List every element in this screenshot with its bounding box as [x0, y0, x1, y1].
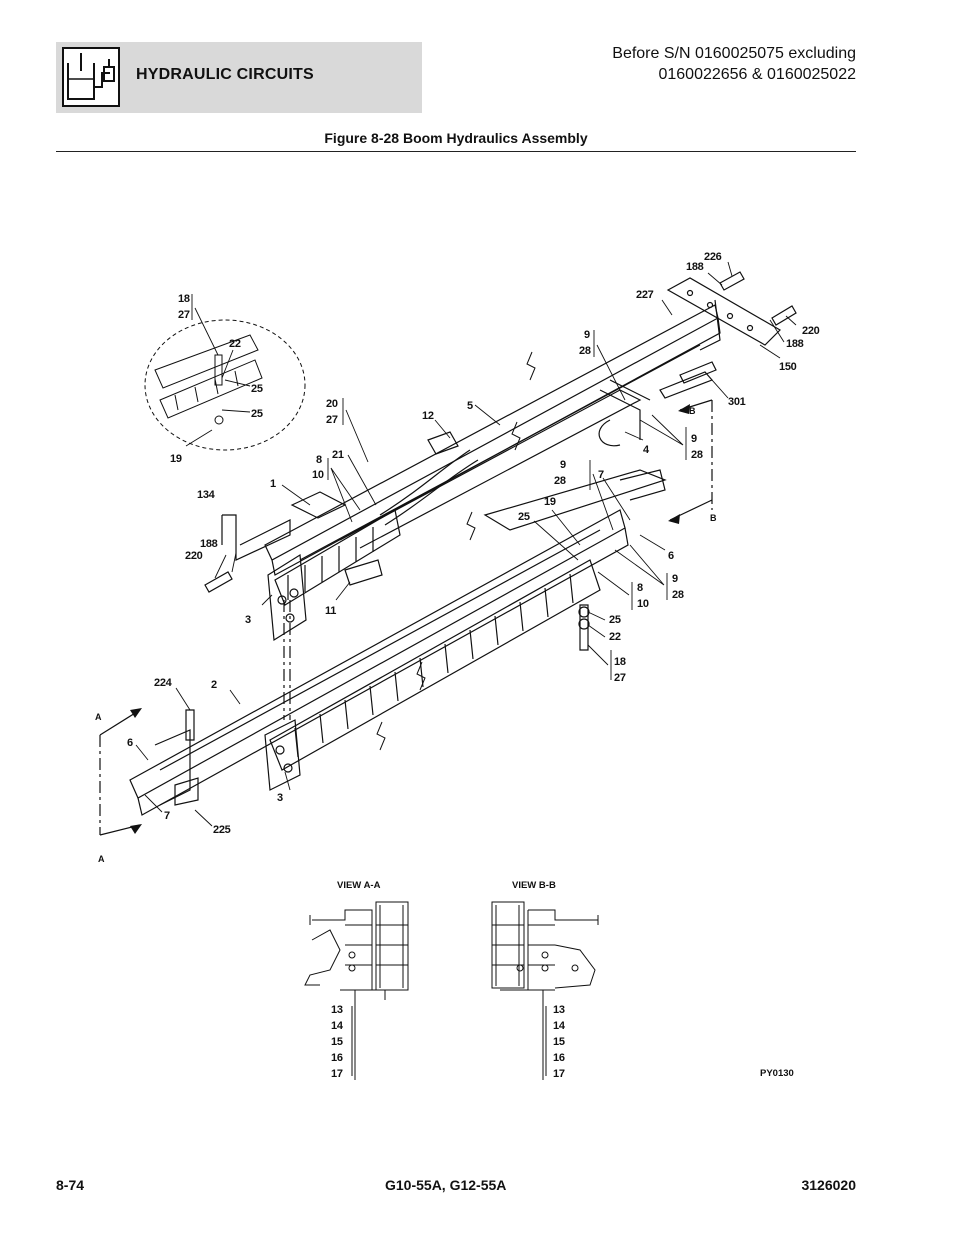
callout-20: 20 [326, 398, 338, 410]
callout-220: 220 [185, 550, 203, 562]
callout-9: 9 [560, 459, 566, 471]
document-number: 3126020 [801, 1177, 856, 1193]
callout-6: 6 [668, 550, 674, 562]
hydraulic-circuit-icon [62, 47, 120, 107]
callout-188: 188 [786, 338, 804, 350]
section-title: HYDRAULIC CIRCUITS [136, 66, 314, 83]
callout-7: 7 [164, 810, 170, 822]
header-rule [56, 151, 856, 152]
callout-4: 4 [643, 444, 650, 456]
section-arrowheads [130, 404, 690, 834]
figure-title: Figure 8-28 Boom Hydraulics Assembly [324, 130, 588, 146]
callout-25: 25 [251, 408, 263, 420]
callout-7: 7 [598, 469, 604, 481]
callout-15: 15 [553, 1036, 565, 1048]
callout-25: 25 [518, 511, 530, 523]
callout-27: 27 [614, 672, 626, 684]
callout-17: 17 [553, 1068, 565, 1080]
callout-21: 21 [332, 449, 344, 461]
callout-225: 225 [213, 824, 231, 836]
drawing-linework [129, 271, 797, 816]
callout-220: 220 [802, 325, 820, 337]
callout-22: 22 [609, 631, 621, 643]
section-letter-b-top: B [689, 406, 696, 416]
callout-25: 25 [251, 383, 263, 395]
callout-9: 9 [584, 329, 590, 341]
callout-27: 27 [178, 309, 190, 321]
callout-8: 8 [637, 582, 643, 594]
detail-circle [144, 319, 306, 451]
callout-19: 19 [544, 496, 556, 508]
callout-27: 27 [326, 414, 338, 426]
section-letter-b-bottom: B [710, 513, 717, 523]
callouts: 18 27 22 25 25 19 20 27 12 5 21 8 10 1 1… [127, 251, 820, 836]
callout-8: 8 [316, 454, 322, 466]
callout-224: 224 [154, 677, 173, 689]
callout-16: 16 [553, 1052, 565, 1064]
view-aa-drawing [304, 901, 409, 1080]
callout-18: 18 [178, 293, 190, 305]
callout-134: 134 [197, 489, 216, 501]
callout-25: 25 [609, 614, 621, 626]
callout-13: 13 [553, 1004, 565, 1016]
drawing-id: PY0130 [760, 1068, 794, 1079]
list-bb: 13 14 15 16 17 [553, 1004, 566, 1080]
callout-11: 11 [325, 605, 336, 617]
callout-16: 16 [331, 1052, 343, 1064]
callout-10: 10 [312, 469, 324, 481]
leader-lines [135, 261, 797, 827]
callout-12: 12 [422, 410, 434, 422]
callout-188: 188 [200, 538, 218, 550]
callout-188: 188 [686, 261, 704, 273]
callout-28: 28 [672, 589, 684, 601]
callout-5: 5 [467, 400, 473, 412]
callout-19: 19 [170, 453, 182, 465]
callout-9: 9 [691, 433, 697, 445]
page-number: 8-74 [56, 1177, 85, 1193]
callout-6: 6 [127, 737, 133, 749]
callout-2: 2 [211, 679, 217, 691]
callout-9: 9 [672, 573, 678, 585]
serial-line-2: 0160022656 & 0160025022 [658, 66, 856, 83]
callout-14: 14 [553, 1020, 566, 1032]
callout-13: 13 [331, 1004, 343, 1016]
callout-226: 226 [704, 251, 722, 263]
callout-150: 150 [779, 361, 797, 373]
callout-3: 3 [277, 792, 283, 804]
callout-301: 301 [728, 396, 746, 408]
section-letter-a-top: A [95, 712, 102, 722]
view-aa-label: VIEW A-A [337, 880, 381, 891]
serial-range: Before S/N 0160025075 excluding 01600226… [612, 43, 856, 85]
callout-17: 17 [331, 1068, 343, 1080]
callout-1: 1 [270, 478, 276, 490]
callout-28: 28 [691, 449, 703, 461]
break-lines [376, 351, 536, 751]
callout-15: 15 [331, 1036, 343, 1048]
callout-10: 10 [637, 598, 649, 610]
callout-22: 22 [229, 338, 241, 350]
callout-28: 28 [579, 345, 591, 357]
serial-line-1: Before S/N 0160025075 excluding [612, 45, 856, 62]
detail-linework [154, 334, 263, 425]
model-number: G10-55A, G12-55A [385, 1177, 507, 1193]
callout-18: 18 [614, 656, 626, 668]
section-letter-a-bottom: A [98, 854, 105, 864]
view-bb-drawing [491, 901, 599, 1080]
list-aa: 13 14 15 16 17 [331, 1004, 344, 1080]
callout-28: 28 [554, 475, 566, 487]
callout-3: 3 [245, 614, 251, 626]
callout-14: 14 [331, 1020, 344, 1032]
view-bb-label: VIEW B-B [512, 880, 556, 891]
callout-227: 227 [636, 289, 654, 301]
